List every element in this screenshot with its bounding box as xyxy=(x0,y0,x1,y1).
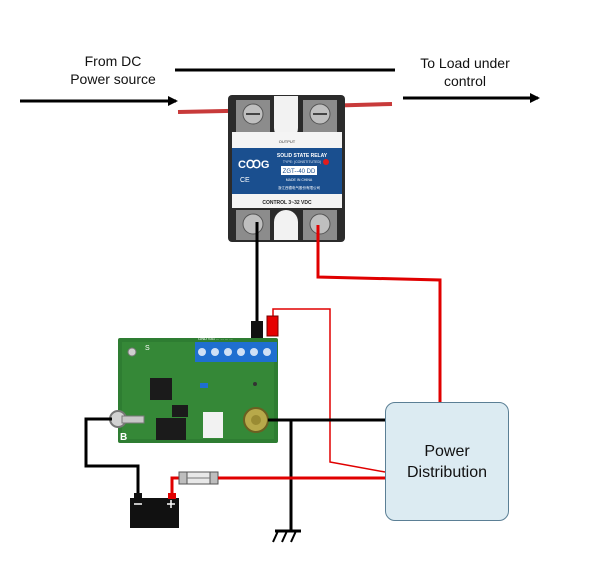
power-distribution-box: Power Distribution xyxy=(385,402,509,521)
relay-to-distribution-red-wire xyxy=(316,225,442,402)
relay-model: ZGT--40 DD xyxy=(283,169,316,175)
source-label-line2: Power source xyxy=(70,71,156,87)
power-distribution-line1: Power xyxy=(424,442,470,460)
relay-type: TYPE: (CONSTITUTED) xyxy=(283,160,321,164)
load-label-line1: To Load under xyxy=(420,55,510,71)
battery-negative-wire xyxy=(84,417,140,495)
black-connector-plug xyxy=(251,321,263,339)
battery-positive-wire xyxy=(170,476,180,494)
pcb-top-label: S xyxy=(145,345,150,352)
source-label-line1: From DC xyxy=(84,53,142,69)
relay-ce-mark: CE xyxy=(240,177,250,184)
relay-output-text: OUTPUT xyxy=(279,139,296,144)
controller-pcb: GND SIG ... ... ... ... B S xyxy=(118,336,278,443)
relay-brand: CꝎG xyxy=(238,159,269,171)
load-label-line2: control xyxy=(443,73,487,89)
relay-made-in: MADE IN CHINA xyxy=(286,178,313,182)
pcb-pins-label: GND SIG ... ... ... ... xyxy=(198,336,233,341)
relay-maker: 浙江西德电气股份有限公司 xyxy=(278,185,320,190)
source-label: From DC Power source xyxy=(58,52,168,88)
fuse-icon xyxy=(178,471,219,485)
solid-state-relay: OUTPUT CꝎG CE SOLID STATE RELAY TYPE: (C… xyxy=(228,95,345,242)
relay-title: SOLID STATE RELAY xyxy=(277,153,328,159)
relay-control: CONTROL 3~32 VDC xyxy=(262,200,312,206)
ground-symbol-icon xyxy=(272,529,301,543)
pcb-corner-label: B xyxy=(120,432,127,443)
pcb-thin-red-wire xyxy=(272,308,386,473)
red-connector-plug xyxy=(266,315,279,337)
power-distribution-line2: Distribution xyxy=(406,463,488,481)
load-label: To Load under control xyxy=(410,54,520,90)
battery-icon xyxy=(130,493,179,528)
